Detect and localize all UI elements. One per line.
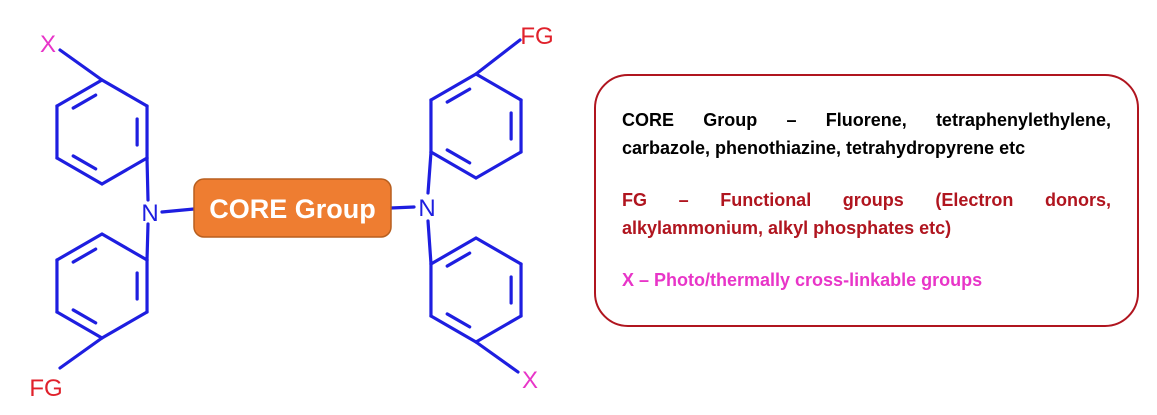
bottom-left-ring-edge [55, 232, 104, 262]
legend-core-line-2: carbazole, phenothiazine, tetrahydropyre… [622, 138, 1026, 158]
fg-substituent-bond [58, 336, 104, 370]
top-left-ring-edge [55, 78, 104, 108]
legend-fg-line-2: alkylammonium, alkyl phosphates etc) [622, 218, 952, 238]
top-right-ring-edge [474, 72, 523, 102]
bottom-right-ring-edge [429, 314, 478, 344]
legend-x-entry: X – Photo/thermally cross-linkable group… [622, 266, 1111, 294]
core-group-label: CORE Group [209, 194, 376, 224]
n-core-bond [389, 205, 416, 210]
n-ring-bond [426, 150, 433, 195]
bottom-right-ring-edge [474, 236, 523, 266]
top-left-ring-edge [100, 156, 149, 186]
n-ring-bond [145, 222, 150, 262]
bond-lines [55, 38, 523, 374]
x-substituent-bond [58, 48, 104, 82]
legend-x-line-1: X – Photo/thermally cross-linkable group… [622, 270, 983, 290]
fg-substituent-bond [474, 38, 522, 76]
n-ring-bond [426, 219, 433, 266]
top-right-fg-label: FG [520, 23, 553, 50]
left-nitrogen-label: N [141, 200, 158, 227]
legend-core-entry: CORE Group – Fluorene, tetraphenylethyle… [622, 106, 1111, 162]
bottom-right-x-label: X [522, 367, 538, 394]
bottom-right-ring-double-bond [445, 312, 472, 329]
top-left-ring-double-bond [71, 154, 98, 171]
bottom-left-ring-double-bond [71, 247, 98, 264]
top-right-ring-edge [429, 72, 478, 102]
legend-box: CORE Group – Fluorene, tetraphenylethyle… [594, 74, 1139, 327]
top-left-ring-edge [100, 78, 149, 108]
bottom-left-ring-edge [100, 232, 149, 262]
x-substituent-bond [474, 340, 520, 374]
top-left-ring-double-bond [71, 93, 98, 110]
bottom-left-ring-double-bond [71, 308, 98, 325]
right-nitrogen-label: N [418, 195, 435, 222]
legend-fg-entry: FG – Functional groups (Electron donors,… [622, 186, 1111, 242]
bottom-right-ring-double-bond [445, 251, 472, 268]
legend-core-line-1: CORE Group – Fluorene, tetraphenylethyle… [622, 110, 1111, 130]
top-left-ring-edge [55, 156, 104, 186]
n-core-bond [160, 207, 196, 214]
top-right-ring-edge [429, 150, 478, 180]
bottom-left-ring-edge [100, 310, 149, 340]
bottom-right-ring-edge [429, 236, 478, 266]
bottom-left-fg-label: FG [29, 375, 62, 402]
top-left-x-label: X [40, 31, 56, 58]
bottom-right-ring-edge [474, 314, 523, 344]
core-group-box [193, 178, 392, 238]
top-right-ring-double-bond [445, 148, 472, 165]
top-right-ring-double-bond [445, 87, 472, 104]
legend-fg-line-1: FG – Functional groups (Electron donors, [622, 190, 1111, 210]
n-ring-bond [145, 156, 150, 202]
top-right-ring-edge [474, 150, 523, 180]
bottom-left-ring-edge [55, 310, 104, 340]
